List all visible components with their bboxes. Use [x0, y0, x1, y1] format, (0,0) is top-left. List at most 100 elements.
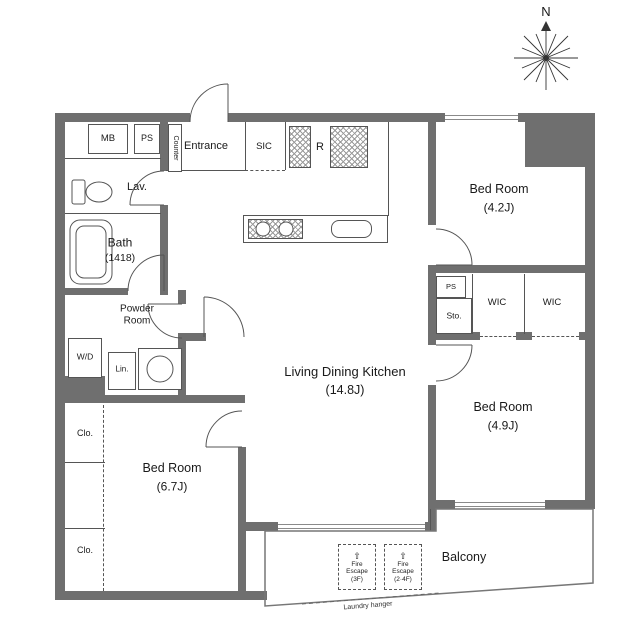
bedroom2-size-label: (4.2J)	[483, 200, 515, 215]
wall-segment	[178, 341, 186, 395]
stove-burner-icon	[255, 221, 271, 237]
window	[278, 522, 425, 531]
mb-label: MB	[100, 132, 116, 144]
storage-box	[436, 298, 472, 334]
fridge-label: R	[316, 140, 324, 153]
ldk-label: Living Dining Kitchen	[284, 363, 406, 379]
door-arc-bedroom3	[435, 344, 473, 382]
stove-burner-icon	[278, 221, 294, 237]
door-arc-bath	[127, 254, 165, 292]
bedroom2-label: Bed Room	[469, 182, 529, 197]
sic-label: SIC	[256, 140, 272, 152]
bath-label: Bath	[107, 235, 133, 250]
window	[455, 500, 545, 509]
lav-label: Lav.	[127, 180, 147, 193]
partition-line	[245, 122, 246, 170]
pipe-space-box	[134, 124, 160, 154]
laundry-hanger-line	[301, 592, 441, 605]
pipe-space-box	[436, 276, 466, 298]
fire-escape-text: Fire	[397, 560, 409, 568]
wall-segment	[55, 113, 65, 600]
washbasin-icon	[146, 355, 174, 383]
fire-escape-hatch-2-4f: ⇧ Fire Escape (2·4F)	[384, 544, 422, 590]
wall-segment	[160, 122, 168, 171]
partition-line	[388, 122, 389, 216]
door-arc-hall	[203, 296, 245, 338]
north-arrow-icon	[541, 21, 551, 31]
wall-segment	[579, 332, 595, 340]
kitchen-sink	[331, 220, 372, 238]
storage-label: Sto.	[446, 310, 462, 321]
closet-doors	[103, 405, 104, 591]
wic-door	[532, 336, 579, 337]
wall-segment	[436, 265, 595, 273]
wall-segment	[164, 288, 168, 295]
toilet-icon	[85, 181, 113, 203]
bedroom3-size-label: (4.9J)	[487, 418, 519, 433]
door-arc-entrance	[189, 83, 229, 123]
bedroom1-size-label: (6.7J)	[156, 479, 188, 494]
wic-left-label: WIC	[487, 296, 507, 308]
wall-segment	[436, 500, 455, 509]
partition-line	[472, 274, 473, 334]
partition-line	[524, 274, 525, 334]
shaft-hatch	[289, 126, 311, 168]
wall-segment	[428, 265, 436, 345]
wall-segment	[228, 113, 428, 122]
closet-divider	[65, 462, 105, 463]
wall-segment	[516, 332, 532, 340]
fire-escape-text: (2·4F)	[394, 575, 412, 583]
wall-segment	[65, 376, 105, 395]
toilet-icon	[71, 179, 86, 205]
bathtub-icon	[75, 225, 107, 279]
entrance-step-line	[166, 170, 245, 171]
washbasin-box	[138, 348, 182, 390]
wall-segment	[436, 332, 480, 340]
partition-line	[285, 122, 286, 170]
partition-line	[65, 213, 161, 214]
wall-segment	[178, 333, 206, 341]
bedroom1-label: Bed Room	[142, 461, 202, 476]
closet-divider	[65, 528, 105, 529]
fire-escape-text: Escape	[346, 568, 368, 576]
entrance-label: Entrance	[183, 139, 229, 152]
door-arc-lav	[129, 170, 165, 206]
compass-icon	[514, 21, 578, 90]
up-arrow-icon: ⇧	[399, 550, 407, 561]
counter-box	[168, 124, 182, 172]
balcony-outline	[264, 508, 594, 607]
fire-escape-text: Fire	[351, 560, 363, 568]
wall-segment	[428, 122, 436, 225]
north-label: N	[541, 3, 551, 19]
fire-escape-text: (3F)	[351, 575, 363, 583]
bath-size-label: (1418)	[104, 252, 136, 265]
ps-right-label: PS	[445, 281, 457, 291]
wall-segment	[518, 113, 525, 122]
wd-label: W/D	[76, 351, 94, 362]
powder-room-label: Room	[123, 315, 151, 327]
door-arc-powder	[147, 303, 183, 339]
balcony-label: Balcony	[441, 550, 487, 565]
fire-escape-hatch-3f: ⇧ Fire Escape (3F)	[338, 544, 376, 590]
wall-segment	[65, 288, 128, 295]
wall-segment	[243, 522, 278, 531]
ps-top-label: PS	[140, 133, 154, 144]
sic-opening	[245, 170, 285, 171]
ldk-size-label: (14.8J)	[325, 383, 365, 398]
linen-label: Lin.	[115, 364, 129, 374]
wic-door	[480, 336, 516, 337]
bedroom3-label: Bed Room	[473, 400, 533, 415]
powder-room-label: Powder	[120, 303, 154, 315]
wall-segment	[65, 395, 245, 403]
wall-segment	[428, 385, 436, 531]
partition-line	[65, 158, 161, 159]
wall-segment	[55, 591, 267, 600]
meter-box	[88, 124, 128, 154]
door-arc-bedroom2	[435, 228, 473, 266]
shaft-hatch	[330, 126, 368, 168]
wall-segment	[160, 205, 168, 295]
window	[445, 113, 518, 122]
closet-lower-label: Clo.	[76, 545, 94, 556]
